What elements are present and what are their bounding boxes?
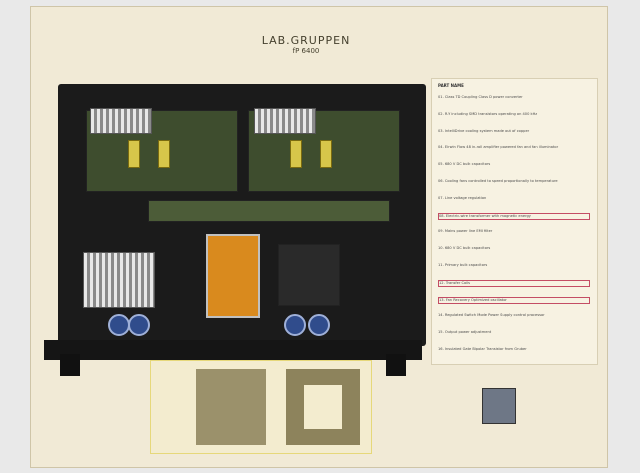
legend-item: 03. IntelliDrive cooling system made out…: [438, 128, 530, 133]
legend-item: 06. Cooling fans controlled to speed pro…: [438, 179, 558, 183]
legend-item: 11. Primary bulk capacitors: [438, 263, 488, 267]
psu-heatsink: [83, 252, 155, 308]
legend-item: 02. R-Y including SMD transistors operat…: [438, 111, 538, 116]
bulk-capacitor: [128, 314, 150, 336]
bulk-capacitor: [308, 314, 330, 336]
legend-title: PART NAME: [438, 83, 464, 88]
bulk-capacitor: [108, 314, 130, 336]
psu-module: [278, 244, 340, 306]
main-transformer: [206, 234, 260, 318]
capacitor: [158, 140, 170, 168]
legend-item: 04. Eirwin Flow 48 in-roll amplifier pow…: [438, 145, 559, 150]
legend-item: 09. Mains power line EMI filter: [438, 229, 493, 234]
poster-model: fP 6400: [292, 47, 320, 55]
capacitor: [128, 140, 140, 168]
legend-item: 07. Line voltage regulation: [438, 195, 487, 200]
legend-item: 15. Output power adjustment: [438, 330, 492, 335]
legend-item: 16. Insulated Gate Bipolar Transistor fr…: [438, 347, 527, 351]
foot-left: [60, 354, 80, 376]
capacitor: [290, 140, 302, 168]
legend-item: 13. Fan Recovery Optimized oscillator: [438, 296, 590, 304]
legend-item: 14. Regulated Switch Mode Power Supply c…: [438, 313, 545, 318]
control-board: [148, 200, 390, 222]
transformer-core-b-window: [304, 385, 342, 429]
legend-item: 10. 680 V DC bulk capacitors: [438, 246, 491, 251]
heatsink-left: [90, 108, 152, 134]
module-illustration: [482, 388, 516, 424]
legend-item: 08. Electric-wire transformer with magne…: [438, 212, 590, 220]
transformer-detail-inset: [150, 360, 372, 454]
legend-item: 12. Transfer Coils: [438, 279, 590, 287]
parts-legend: PART NAME 01. Class TD Coupling Class D …: [431, 78, 598, 365]
legend-item: 05. 680 V DC bulk capacitors: [438, 162, 491, 167]
capacitor: [320, 140, 332, 168]
front-panel: [44, 340, 422, 360]
poster-brand: LAB.GRUPPEN: [261, 34, 351, 47]
amplifier-chassis: [58, 84, 426, 346]
transformer-core-a: [196, 369, 266, 445]
bulk-capacitor: [284, 314, 306, 336]
heatsink-right: [254, 108, 316, 134]
foot-right: [386, 354, 406, 376]
legend-item: 01. Class TD Coupling Class D power conv…: [438, 95, 523, 99]
